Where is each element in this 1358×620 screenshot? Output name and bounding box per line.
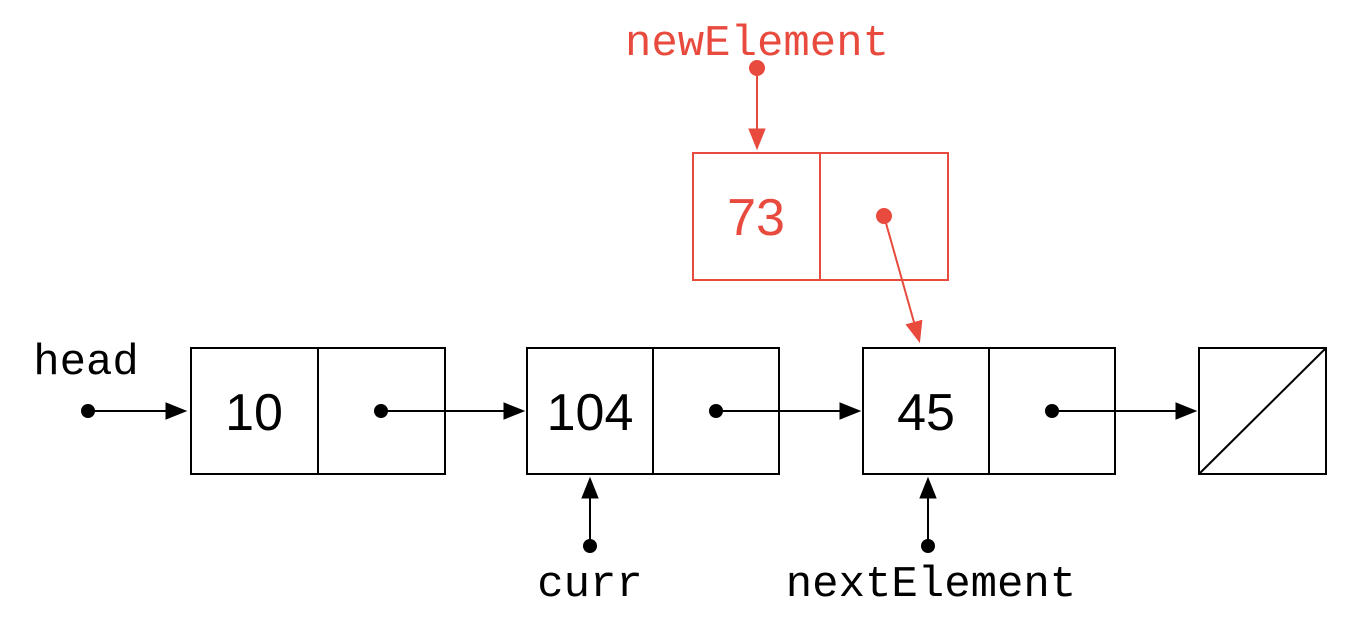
head-label: head [33, 338, 139, 388]
list-node-1: 10 [190, 347, 526, 475]
node-value: 73 [727, 189, 785, 247]
list-node-3: 45 [862, 347, 1198, 475]
head-pointer: head [33, 338, 188, 420]
diagonal-slash-icon [1198, 347, 1327, 475]
next-element-label: nextElement [786, 560, 1076, 610]
next-element-pointer: nextElement [786, 476, 1076, 610]
node-value: 10 [225, 384, 283, 442]
node-value: 104 [547, 384, 634, 442]
new-node: 73 [692, 152, 949, 344]
curr-pointer: curr [537, 476, 643, 610]
curr-label: curr [537, 560, 643, 610]
null-terminator [1198, 347, 1327, 475]
list-node-2: 104 [526, 347, 862, 475]
next-pointer-arrow-icon [883, 215, 923, 344]
new-element-pointer: newElement [625, 19, 889, 151]
node-value: 45 [897, 384, 955, 442]
